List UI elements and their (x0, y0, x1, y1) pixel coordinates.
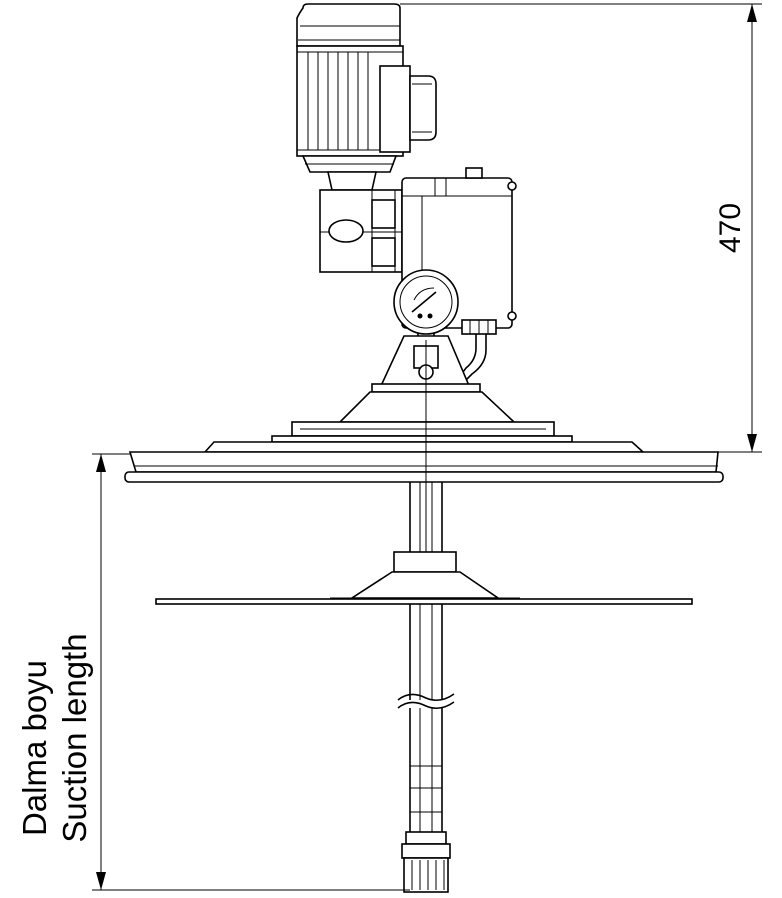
suction-length-dimension: Dalma boyu Suction length (16, 453, 410, 891)
height-dimension: 470 (400, 3, 762, 453)
motor-assembly (296, 3, 437, 173)
foot-strainer (401, 831, 451, 893)
height-dimension-label: 470 (714, 203, 747, 253)
pressure-gauge (393, 269, 459, 341)
drum-cover (124, 391, 724, 483)
suction-label-en: Suction length (56, 633, 93, 842)
suction-label-tr: Dalma boyu (16, 660, 53, 836)
lower-scraper-plate (155, 551, 693, 605)
coupling-housing (319, 171, 403, 273)
